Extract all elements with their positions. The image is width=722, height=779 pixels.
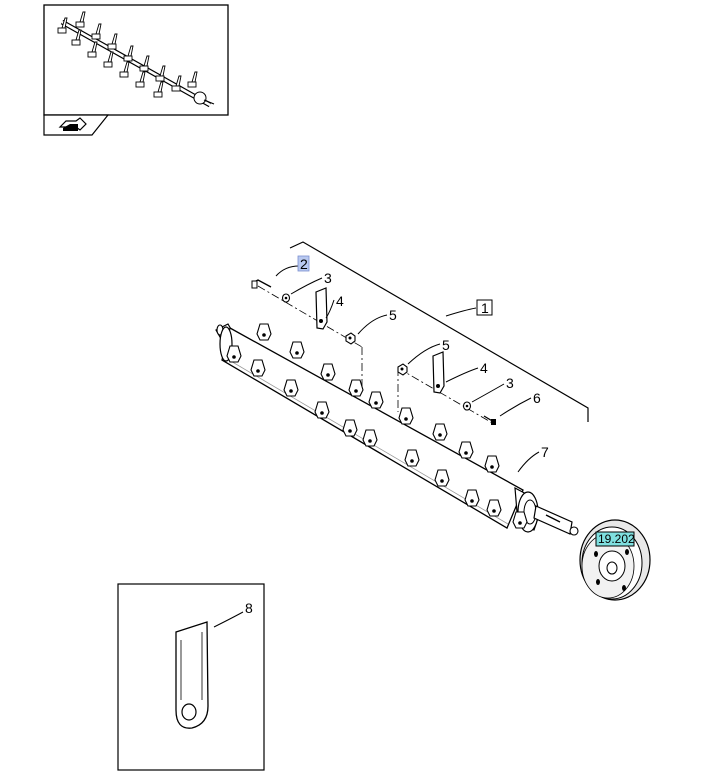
callout-2[interactable]: 2	[300, 256, 308, 272]
leader-lines	[275, 265, 540, 473]
assembly-label-box	[476, 299, 493, 316]
construction-lines	[257, 285, 495, 425]
callout-4b[interactable]: 4	[480, 360, 488, 376]
nut-part-5a	[345, 332, 356, 345]
callout-7[interactable]: 7	[541, 444, 549, 460]
callout-4a[interactable]: 4	[336, 293, 344, 309]
callout-5b[interactable]: 5	[442, 337, 450, 353]
assembly-bracket	[289, 241, 589, 422]
washer-part-3b	[462, 401, 472, 411]
callout-5a[interactable]: 5	[389, 307, 397, 323]
callout-6[interactable]: 6	[533, 390, 541, 406]
callout-2-highlight	[297, 255, 310, 272]
leader-line-8	[213, 611, 244, 628]
bolt-part-2	[251, 279, 272, 289]
knife-part-8	[175, 621, 209, 729]
callout-3a[interactable]: 3	[324, 270, 332, 286]
thumbnail-drum	[57, 11, 215, 108]
washer-part-3a	[281, 293, 291, 303]
reference-label-box	[595, 531, 635, 547]
nut-part-5b	[397, 363, 408, 376]
assembly-label[interactable]: 1	[481, 300, 489, 316]
thumbnail-panel[interactable]	[43, 4, 229, 116]
callout-8[interactable]: 8	[245, 600, 253, 616]
knife-part-4b	[432, 351, 445, 394]
rotor-drum-part-7	[215, 323, 579, 536]
back-arrow-tab[interactable]	[43, 114, 110, 136]
reference-label[interactable]: 19.202	[598, 532, 635, 546]
knife-part-4a	[315, 287, 328, 330]
bolt-part-6	[483, 415, 496, 425]
detail-inset-panel: 8	[117, 583, 265, 771]
return-arrow-icon	[58, 117, 87, 131]
callout-3b[interactable]: 3	[506, 375, 514, 391]
